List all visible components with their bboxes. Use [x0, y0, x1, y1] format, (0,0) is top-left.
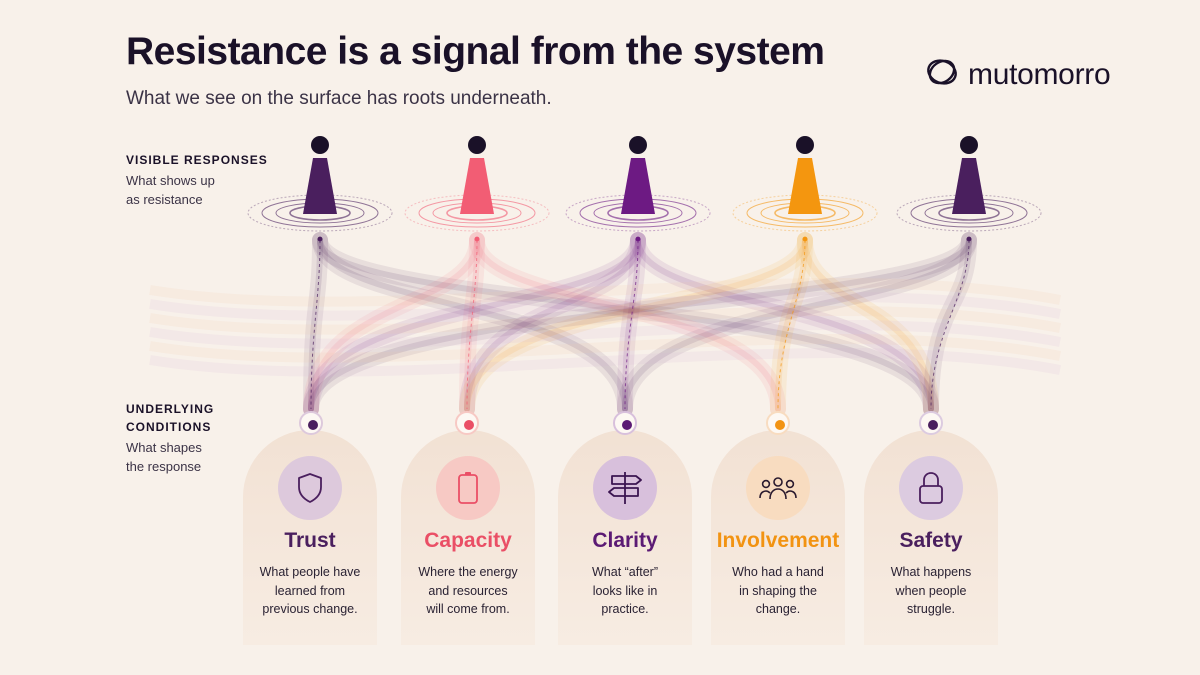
person-figure-body — [621, 158, 655, 214]
flow-ribbon — [303, 232, 328, 417]
flow-ribbon-core — [308, 237, 323, 412]
condition-title: Trust — [284, 529, 336, 552]
battery-icon — [436, 456, 500, 520]
person-figure-head — [468, 136, 486, 154]
background-strand — [149, 277, 1061, 307]
flow-ribbon — [303, 232, 485, 417]
condition-title: Capacity — [424, 529, 512, 552]
condition-node-trust — [299, 411, 323, 435]
ripple-ring — [732, 194, 878, 232]
response-dot — [802, 236, 808, 242]
person-figure-body — [788, 158, 822, 214]
page-title: Resistance is a signal from the system — [126, 30, 825, 73]
flow-ribbon-core — [474, 237, 781, 412]
flow-ribbon-core — [317, 237, 934, 412]
flow-ribbon — [469, 232, 786, 417]
condition-node-clarity — [613, 411, 637, 435]
shield-icon — [278, 456, 342, 520]
flow-ribbon — [303, 232, 977, 417]
dashed-stem — [777, 239, 806, 410]
flow-ribbon — [459, 232, 813, 417]
ripple-ring — [247, 194, 393, 232]
person-figure-body — [303, 158, 337, 214]
ripple-ring — [896, 194, 1042, 232]
brand-name: mutomorro — [968, 57, 1111, 91]
flow-ribbon — [459, 232, 485, 417]
background-strand — [149, 347, 1061, 377]
flow-ribbon-core — [308, 237, 480, 412]
flow-ribbon — [312, 232, 633, 417]
flow-ribbon — [923, 232, 977, 417]
person-figure-head — [796, 136, 814, 154]
background-strand — [149, 305, 1061, 335]
loop-rings-logo-icon — [924, 54, 960, 95]
padlock-icon — [899, 456, 963, 520]
dashed-stem — [310, 239, 321, 410]
flow-ribbon-core — [308, 237, 641, 412]
flow-ribbon — [770, 232, 813, 417]
ripple-ring — [565, 194, 711, 232]
condition-title: Involvement — [716, 529, 840, 552]
condition-node-involvement — [766, 411, 790, 435]
flow-ribbon — [630, 232, 939, 417]
person-figure-head — [311, 136, 329, 154]
background-strand — [149, 319, 1061, 349]
dashed-stem — [930, 239, 970, 410]
ripple-ring — [404, 194, 550, 232]
flow-ribbon-core — [635, 237, 934, 412]
flow-ribbon-core — [928, 237, 972, 412]
flow-ribbon — [312, 232, 939, 417]
brand-logo: mutomorro — [924, 54, 1111, 95]
flow-ribbon-core — [775, 237, 808, 412]
response-dot — [966, 236, 972, 242]
page-subtitle: What we see on the surface has roots und… — [126, 88, 552, 109]
flow-ribbon-core — [464, 237, 641, 412]
response-dot — [317, 236, 323, 242]
response-dot — [474, 236, 480, 242]
flow-ribbon — [617, 232, 977, 417]
condition-node-capacity — [455, 411, 479, 435]
condition-node-safety — [919, 411, 943, 435]
flow-ribbon-core — [622, 237, 972, 412]
people-group-icon — [746, 456, 810, 520]
flow-ribbon-core — [317, 237, 628, 412]
visible-responses-heading: VISIBLE RESPONSES — [126, 153, 268, 167]
dashed-stem — [466, 239, 478, 410]
flow-ribbon — [303, 232, 646, 417]
background-strand — [149, 333, 1061, 363]
person-figure-head — [960, 136, 978, 154]
person-figure-head — [629, 136, 647, 154]
response-dot — [635, 236, 641, 242]
flow-ribbon — [459, 232, 646, 417]
signpost-icon — [593, 456, 657, 520]
flow-ribbon-core — [464, 237, 808, 412]
flow-ribbon-core — [308, 237, 972, 412]
condition-title: Safety — [899, 529, 963, 552]
flow-ribbon-core — [802, 237, 934, 412]
condition-title: Clarity — [592, 529, 658, 552]
person-figure-body — [460, 158, 494, 214]
flow-ribbon-core — [464, 237, 480, 412]
dashed-stem — [624, 239, 639, 410]
background-strand — [149, 291, 1061, 321]
person-figure-body — [952, 158, 986, 214]
flow-ribbon — [797, 232, 939, 417]
